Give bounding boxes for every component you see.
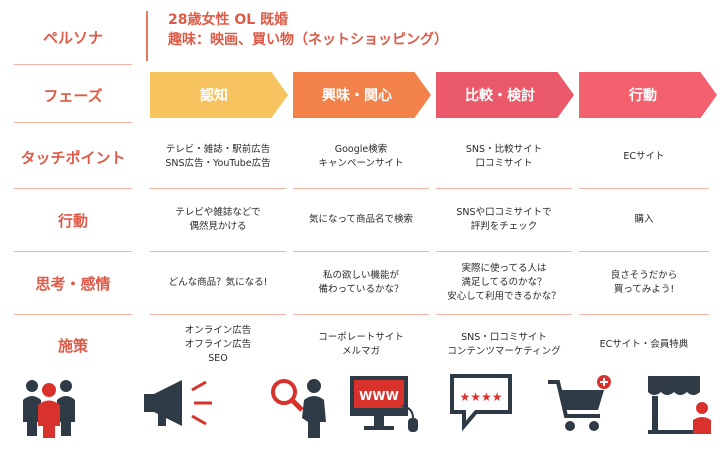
row-separator bbox=[579, 188, 709, 189]
cell-touchpoint-awareness: テレビ・雑誌・駅前広告 SNS広告・YouTube広告 bbox=[165, 144, 271, 169]
shopping-cart-icon bbox=[548, 375, 611, 431]
phase-arrow-comparison: 比較・検討 bbox=[436, 72, 574, 118]
cell-action-interest: 気になって商品名で検索 bbox=[308, 214, 414, 226]
persona-label: ペルソナ bbox=[42, 28, 103, 47]
row-separator bbox=[436, 314, 572, 315]
row-separator bbox=[293, 188, 429, 189]
cell-touchpoint-comparison: SNS・比較サイト 口コミサイト bbox=[465, 144, 543, 169]
cell-touchpoint-interest: Google検索 キャンペーンサイト bbox=[318, 144, 404, 169]
cell-thoughts-awareness: どんな商品？気になる! bbox=[168, 277, 268, 289]
row-separator bbox=[436, 251, 572, 252]
cell-action-action: 購入 bbox=[634, 214, 654, 226]
row-label-measures: 施策 bbox=[57, 336, 88, 355]
row-separator bbox=[436, 188, 572, 189]
row-separator bbox=[14, 64, 132, 65]
cell-thoughts-interest: 私の欲しい機能が 備わっているかな？ bbox=[318, 270, 404, 295]
row-separator bbox=[293, 314, 429, 315]
phase-arrow-action: 行動 bbox=[579, 72, 717, 118]
row-separator bbox=[150, 314, 286, 315]
phase-arrow-interest: 興味・関心 bbox=[293, 72, 431, 118]
persona-divider bbox=[146, 11, 148, 61]
phase-arrow-awareness: 認知 bbox=[150, 72, 288, 118]
row-label-action: 行動 bbox=[57, 211, 88, 230]
cell-measures-awareness: オンライン広告 オフライン広告 SEO bbox=[184, 325, 252, 364]
persona-line-2: 趣味：映画、買い物（ネットショッピング） bbox=[168, 31, 448, 48]
row-separator bbox=[150, 251, 286, 252]
persona-description: 28歳女性 OL 既婚 趣味：映画、買い物（ネットショッピング） bbox=[168, 11, 448, 50]
cell-measures-comparison: SNS・口コミサイト コンテンツマーケティング bbox=[447, 332, 561, 357]
row-separator bbox=[150, 188, 286, 189]
row-separator bbox=[579, 251, 709, 252]
row-label-thoughts: 思考・感情 bbox=[35, 274, 111, 293]
phase-label: フェーズ bbox=[43, 86, 103, 105]
cell-action-awareness: テレビや雑誌などで 偶然見かける bbox=[175, 207, 261, 232]
megaphone-icon bbox=[144, 380, 212, 426]
row-separator bbox=[14, 188, 132, 189]
magnifier-person-icon bbox=[271, 379, 326, 438]
persona-line-1: 28歳女性 OL 既婚 bbox=[168, 12, 289, 28]
shop-person-icon bbox=[648, 376, 711, 434]
row-separator bbox=[293, 251, 429, 252]
review-stars-label: ★★★★ bbox=[459, 390, 502, 404]
cell-measures-action: ECサイト・会員特典 bbox=[599, 339, 689, 351]
cell-measures-interest: コーポレートサイト メルマガ bbox=[318, 332, 404, 357]
cell-action-comparison: SNSや口コミサイトで 評判をチェック bbox=[456, 207, 552, 232]
row-separator bbox=[579, 314, 709, 315]
row-separator bbox=[14, 314, 132, 315]
cell-thoughts-comparison: 実際に使ってる人は 満足してるのかな？ 安心して利用できるかな？ bbox=[447, 263, 561, 302]
row-label-touchpoint: タッチポイント bbox=[20, 148, 126, 167]
www-computer-icon: WWW bbox=[350, 376, 418, 432]
www-label: WWW bbox=[359, 389, 399, 403]
people-group-icon bbox=[23, 380, 75, 438]
row-separator bbox=[14, 122, 132, 123]
cell-thoughts-action: 良さそうだから 買ってみよう! bbox=[610, 270, 678, 295]
cell-touchpoint-action: ECサイト bbox=[623, 151, 665, 163]
row-separator bbox=[14, 251, 132, 252]
review-stars-icon: ★★★★ bbox=[450, 374, 512, 432]
